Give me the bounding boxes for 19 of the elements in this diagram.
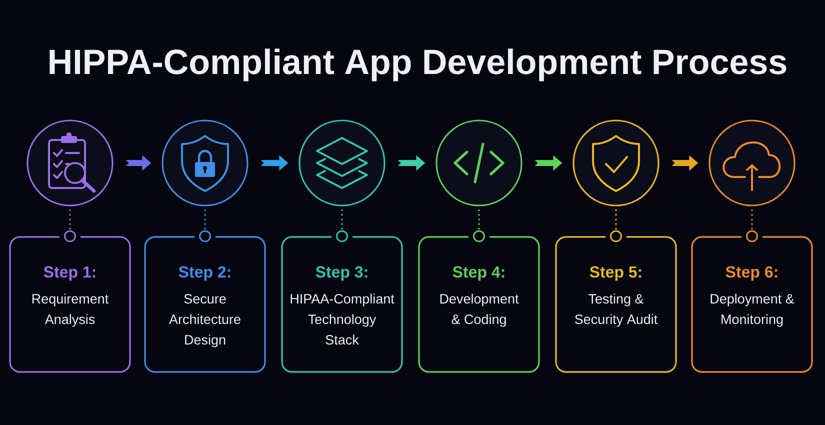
step-box: Step 5: Testing & Security Audit <box>555 236 677 373</box>
step-circle <box>162 120 248 206</box>
step-circle <box>708 120 796 206</box>
step-circle <box>298 120 386 206</box>
step-box: Step 4: Development & Coding <box>418 236 540 373</box>
step-box: Step 6: Deployment & Monitoring <box>691 236 813 373</box>
step-box: Step 2: Secure Architecture Design <box>144 236 266 373</box>
dotted-connector <box>199 209 211 242</box>
dotted-connector <box>64 209 76 242</box>
step-circle <box>436 120 522 206</box>
step-circle <box>26 120 114 206</box>
step-box: Step 3: HIPAA-Compliant Technology Stack <box>281 236 403 373</box>
dotted-connector <box>746 209 758 242</box>
dotted-connector <box>610 209 622 242</box>
step-circle <box>572 120 660 206</box>
step-box: Step 1: Requirement Analysis <box>9 236 131 373</box>
dotted-connector <box>473 209 485 242</box>
title: HIPPA-Compliant App Development Process <box>50 48 786 82</box>
dotted-connector <box>336 209 348 242</box>
